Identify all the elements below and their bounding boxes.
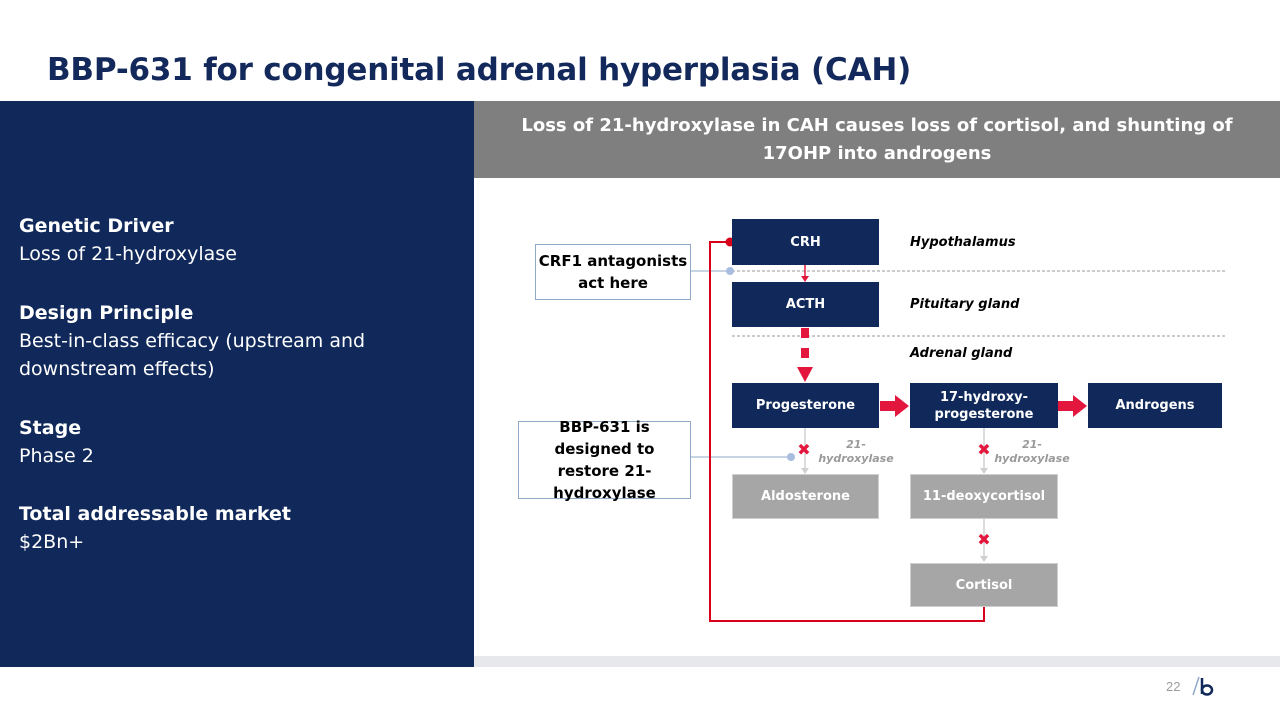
info-tam: Total addressable market $2Bn+ <box>19 500 419 556</box>
region-hypothalamus: Hypothalamus <box>910 235 1016 250</box>
bottom-strip <box>474 656 1280 667</box>
info-value: $2Bn+ <box>19 531 85 553</box>
cortisol-node: Cortisol <box>910 563 1058 607</box>
deoxycortisol-node: 11-deoxycortisol <box>910 474 1058 519</box>
crf1-callout: CRF1 antagonists act here <box>535 244 691 300</box>
diagram-connectors <box>691 237 1226 622</box>
prog-17ohp-arrowhead <box>895 395 909 417</box>
prog-17ohp-arrow-shaft <box>880 401 896 411</box>
block-x-icon: ✖ <box>797 440 811 459</box>
enzyme-label: 21-hydroxylase <box>994 438 1070 465</box>
progesterone-node: Progesterone <box>732 383 879 428</box>
deoxy-cortisol-arrowhead <box>980 556 988 562</box>
aldosterone-node: Aldosterone <box>732 474 879 519</box>
bbp631-connector-dot <box>787 453 795 461</box>
block-x-icon: ✖ <box>977 440 991 459</box>
acth-progesterone-arrowhead <box>797 367 813 382</box>
acth-dash <box>801 348 809 358</box>
bbp631-callout: BBP-631 is designed to restore 21-hydrox… <box>518 418 691 502</box>
page-number: 22 <box>1166 679 1181 694</box>
region-adrenal: Adrenal gland <box>910 346 1013 361</box>
info-label: Design Principle <box>19 302 194 324</box>
info-design-principle: Design Principle Best-in-class efficacy … <box>19 299 419 383</box>
17ohp-androgens-arrow-shaft <box>1058 401 1074 411</box>
enzyme-label: 21-hydroxylase <box>818 438 894 465</box>
cortisol-feedback-loop <box>709 241 985 622</box>
crf1-connector-dot <box>726 267 734 275</box>
hydroxy-progesterone-node: 17-hydroxy-progesterone <box>910 383 1058 428</box>
acth-dash <box>801 328 809 338</box>
crh-node: CRH <box>732 219 879 265</box>
page-title: BBP-631 for congenital adrenal hyperplas… <box>47 52 912 88</box>
bridgebio-b-logo-icon <box>1190 673 1216 704</box>
info-label: Stage <box>19 417 82 439</box>
steroid-pathway-diagram: CRH ACTH Progesterone 17-hydroxy-progest… <box>474 178 1280 656</box>
info-label: Total addressable market <box>19 503 291 525</box>
crh-acth-arrowhead <box>801 276 809 282</box>
acth-node: ACTH <box>732 282 879 327</box>
androgens-node: Androgens <box>1088 383 1222 428</box>
region-pituitary: Pituitary gland <box>910 297 1020 312</box>
prog-aldo-arrowhead <box>801 468 809 474</box>
info-value: Loss of 21-hydroxylase <box>19 243 237 265</box>
info-genetic-driver: Genetic Driver Loss of 21-hydroxylase <box>19 212 419 268</box>
17ohp-deoxy-arrowhead <box>980 468 988 474</box>
17ohp-androgens-arrowhead <box>1073 395 1087 417</box>
program-info-panel: Genetic Driver Loss of 21-hydroxylase De… <box>0 101 474 667</box>
block-x-icon: ✖ <box>977 530 991 549</box>
info-label: Genetic Driver <box>19 215 174 237</box>
info-value: Phase 2 <box>19 445 94 467</box>
info-stage: Stage Phase 2 <box>19 414 419 470</box>
info-value: Best-in-class efficacy (upstream and dow… <box>19 330 366 380</box>
diagram-header: Loss of 21-hydroxylase in CAH causes los… <box>474 101 1280 178</box>
